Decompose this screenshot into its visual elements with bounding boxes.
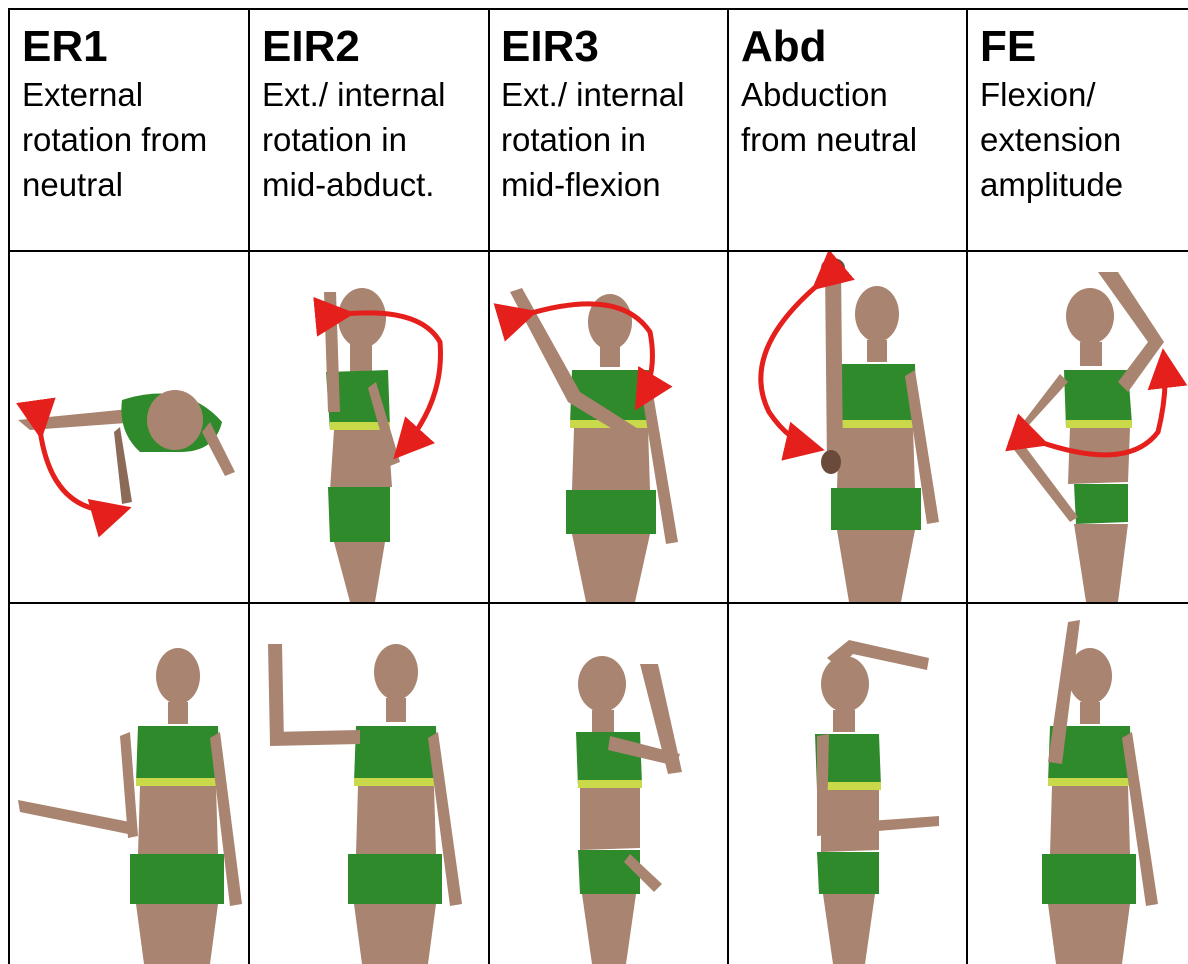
column-code: FE <box>980 22 1188 72</box>
column-code: ER1 <box>22 22 246 72</box>
figure-front-view <box>1042 620 1158 964</box>
figure-side-view <box>1008 272 1164 602</box>
eir3-end-illustration <box>490 604 727 964</box>
eir3-start-illustration <box>490 252 727 602</box>
rotation-arrow <box>761 284 819 448</box>
rotation-arrow <box>40 430 122 511</box>
column-description: Ext./ internal rotation in mid-flexion <box>501 72 725 207</box>
header-er1: ER1 External rotation from neutral <box>22 10 246 250</box>
header-eir3: EIR3 Ext./ internal rotation in mid-flex… <box>501 10 725 250</box>
column-code: EIR2 <box>262 22 486 72</box>
fe-end-illustration <box>968 604 1188 964</box>
figure-side-view <box>815 640 939 964</box>
er1-start-illustration <box>10 252 248 602</box>
column-description: Ext./ internal rotation in mid-abduct. <box>262 72 486 207</box>
figure-front-view <box>18 648 242 964</box>
abd-end-illustration <box>729 604 966 964</box>
header-abd: Abd Abduction from neutral <box>741 10 965 250</box>
figure-front-view <box>821 258 939 602</box>
column-code: EIR3 <box>501 22 725 72</box>
eir2-end-illustration <box>250 604 488 964</box>
column-description: Abduction from neutral <box>741 72 965 162</box>
figure-side-view <box>576 656 682 964</box>
eir2-start-illustration <box>250 252 488 602</box>
column-code: Abd <box>741 22 965 72</box>
abd-start-illustration <box>729 252 966 602</box>
header-fe: FE Flexion/ extension amplitude <box>980 10 1188 250</box>
column-description: Flexion/ extension amplitude <box>980 72 1188 207</box>
er1-end-illustration <box>10 604 248 964</box>
column-description: External rotation from neutral <box>22 72 246 207</box>
fe-start-illustration <box>968 252 1188 602</box>
figure-top-view <box>18 390 235 504</box>
figure-side-view <box>324 288 400 602</box>
header-eir2: EIR2 Ext./ internal rotation in mid-abdu… <box>262 10 486 250</box>
figure-front-view <box>268 644 462 964</box>
